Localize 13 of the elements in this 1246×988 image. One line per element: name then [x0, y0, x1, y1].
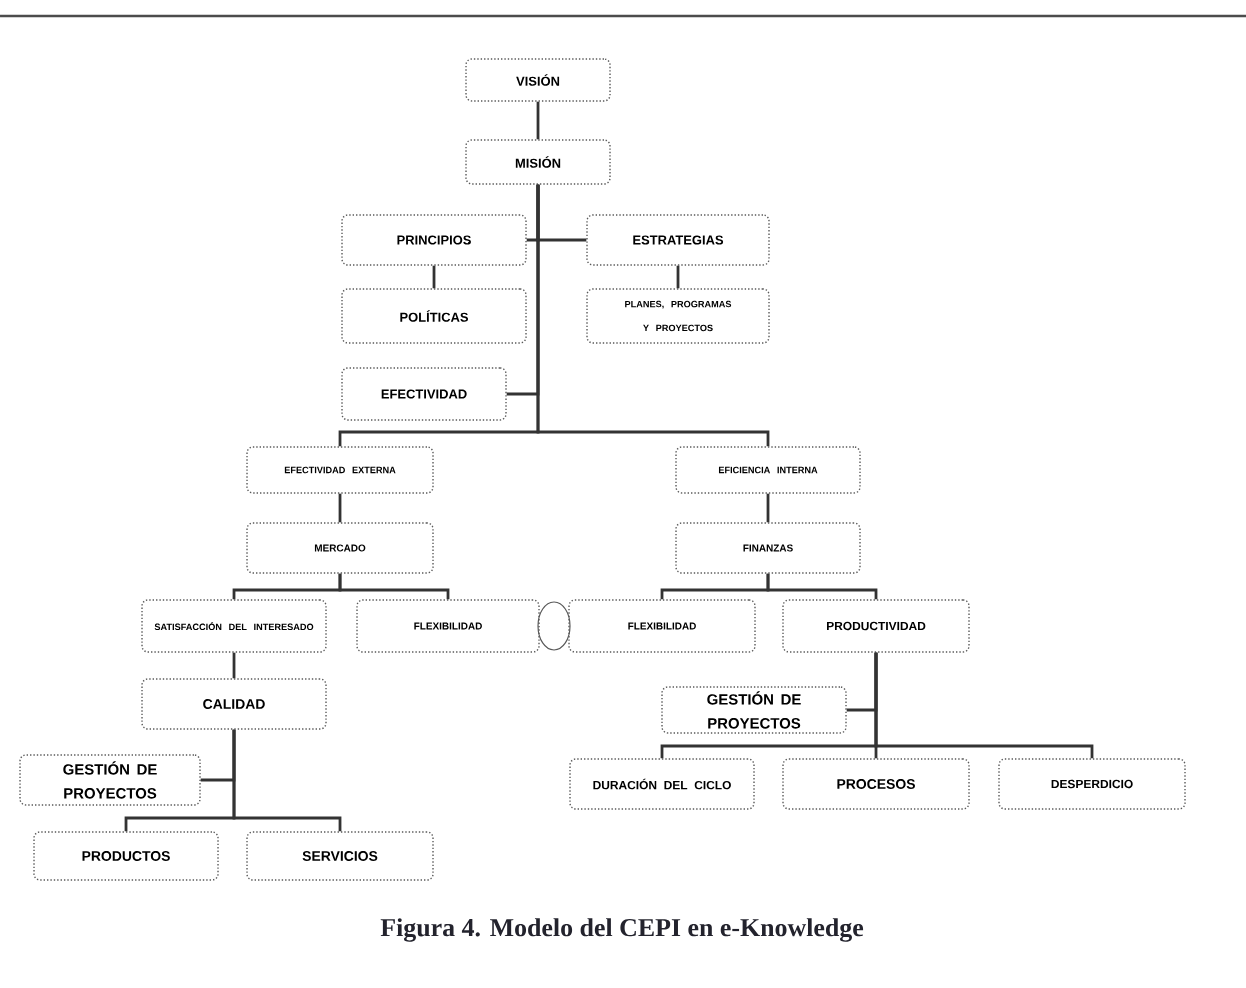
connector-line [536, 101, 540, 140]
connector-line [766, 573, 878, 600]
figure-caption: Figura 4. Modelo del CEPI en e-Knowledge [380, 918, 864, 942]
connector-line [676, 265, 680, 289]
link-ellipse [537, 601, 571, 651]
connector-line [432, 265, 436, 289]
connector-line [874, 652, 1094, 759]
connector-line [232, 652, 236, 679]
connector-line [536, 184, 770, 447]
connector-line [338, 573, 450, 600]
connector-line [766, 493, 770, 523]
connector-line [232, 729, 342, 832]
connector-line [338, 493, 342, 523]
